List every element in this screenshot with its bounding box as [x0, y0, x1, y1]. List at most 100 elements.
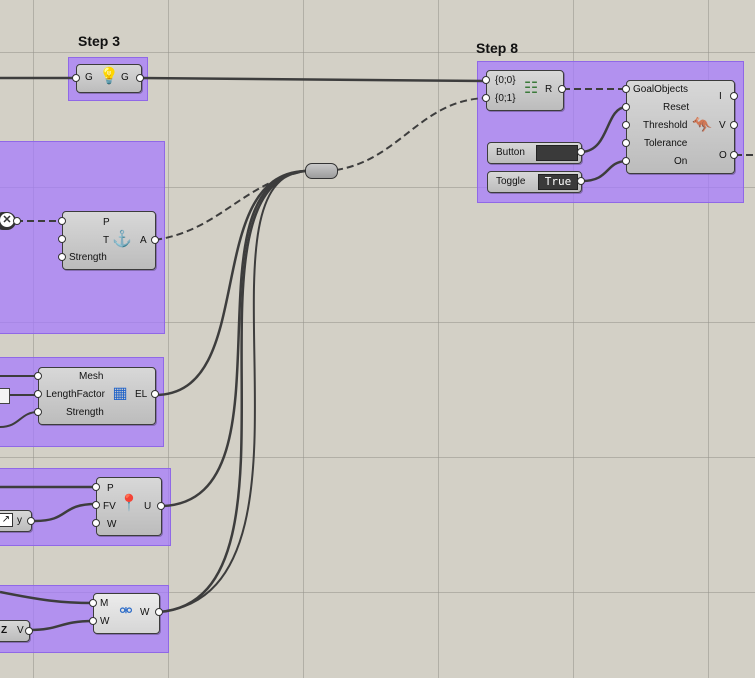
- merge-input-2-grip[interactable]: [482, 94, 490, 102]
- anchor-input-grip-t[interactable]: [58, 235, 66, 243]
- button-component[interactable]: Button: [487, 142, 582, 164]
- wire-wind-m-in: [0, 590, 94, 605]
- partial-vector-component[interactable]: ↗ y: [0, 510, 32, 532]
- edge-lengths-input-grip-lengthfactor[interactable]: [34, 390, 42, 398]
- edge-lengths-component[interactable]: Mesh LengthFactor Strength ▦ EL: [38, 367, 156, 425]
- group-step3-label: Step 3: [78, 33, 121, 49]
- solver-output-i: I: [719, 91, 722, 102]
- edge-lengths-input-grip-mesh[interactable]: [34, 372, 42, 380]
- partial-z-grip[interactable]: [25, 627, 33, 635]
- merge-input-1-label: {0;0}: [495, 75, 516, 86]
- partial-z-glyph: Z: [1, 625, 8, 636]
- wire-bundle-to-merge: [335, 97, 487, 171]
- button-trigger[interactable]: [536, 145, 578, 161]
- partial-v-label: V: [17, 625, 24, 636]
- wire-anchor-out: [154, 170, 306, 241]
- wind-input-grip-m[interactable]: [89, 599, 97, 607]
- relay-input-grip[interactable]: [72, 74, 80, 82]
- mesh-grid-icon: ▦: [112, 385, 128, 402]
- toggle-component[interactable]: Toggle True: [487, 171, 582, 193]
- wire-button: [581, 105, 627, 154]
- solver-input-grip-1[interactable]: [622, 85, 630, 93]
- button-output-grip[interactable]: [577, 148, 585, 156]
- merge-output-label: R: [545, 84, 553, 95]
- stairs-icon: ☷: [523, 80, 539, 97]
- solver-output-grip-o[interactable]: [730, 151, 738, 159]
- lightbulb-icon: 💡: [99, 68, 119, 85]
- edge-lengths-input-mesh: Mesh: [79, 371, 104, 382]
- load-component[interactable]: P FV W 📍 U: [96, 477, 162, 536]
- toggle-label: Toggle: [496, 176, 526, 187]
- edge-lengths-output-el: EL: [135, 389, 148, 400]
- merge-input-1-grip[interactable]: [482, 76, 490, 84]
- relay-output-label: G: [121, 72, 129, 83]
- wind-input-w: W: [100, 616, 110, 627]
- load-input-grip-w[interactable]: [92, 519, 100, 527]
- wire-relay-node[interactable]: [305, 163, 338, 179]
- toggle-value[interactable]: True: [538, 174, 578, 190]
- wire-strength-in: [0, 411, 39, 428]
- partial-vector-grip[interactable]: [27, 517, 35, 525]
- load-output-u: U: [144, 501, 152, 512]
- anchor-input-grip-p[interactable]: [58, 217, 66, 225]
- wire-toggle: [581, 159, 627, 183]
- solver-input-grip-3[interactable]: [622, 121, 630, 129]
- solver-output-o: O: [719, 150, 727, 161]
- solver-input-goalobjects: GoalObjects: [633, 84, 689, 95]
- close-icon[interactable]: ✕: [0, 213, 14, 227]
- kangaroo-icon: 🦘: [692, 117, 712, 134]
- relay-input-label: G: [85, 72, 93, 83]
- load-input-fv: FV: [103, 501, 116, 512]
- partial-z-component[interactable]: Z V: [0, 620, 30, 642]
- wind-input-m: M: [100, 598, 109, 609]
- edge-lengths-input-grip-strength[interactable]: [34, 408, 42, 416]
- solver-input-on: On: [674, 156, 688, 167]
- load-input-grip-p[interactable]: [92, 483, 100, 491]
- wire-edge-lengths-out: [154, 169, 306, 397]
- solver-output-v: V: [719, 120, 726, 131]
- solver-input-grip-4[interactable]: [622, 139, 630, 147]
- wind-turbine-icon: ⚮: [119, 603, 133, 620]
- wire-load-fv-in: [34, 502, 97, 523]
- wind-output-grip[interactable]: [155, 608, 163, 616]
- wind-output-w: W: [140, 607, 150, 618]
- wire-relay-out: [139, 76, 487, 83]
- wind-input-grip-w[interactable]: [89, 617, 97, 625]
- anchor-output-grip[interactable]: [151, 236, 159, 244]
- anchor-input-t: T: [103, 235, 110, 246]
- anchor-component[interactable]: P T Strength ⚓ A: [62, 211, 156, 270]
- solver-input-threshold: Threshold: [643, 120, 688, 131]
- relay-output-grip[interactable]: [136, 74, 144, 82]
- wire-wind-w-in: [29, 619, 94, 632]
- merge-input-2-label: {0;1}: [495, 93, 516, 104]
- close-output-grip[interactable]: [13, 217, 21, 225]
- toggle-output-grip[interactable]: [577, 177, 585, 185]
- solver-input-grip-2[interactable]: [622, 103, 630, 111]
- solver-component[interactable]: GoalObjects Reset Threshold Tolerance On…: [626, 80, 735, 174]
- load-input-w: W: [107, 519, 117, 530]
- anchor-icon: ⚓: [112, 231, 132, 248]
- button-label: Button: [496, 147, 525, 158]
- edge-lengths-output-grip[interactable]: [151, 390, 159, 398]
- wire-load-out: [162, 169, 306, 508]
- edge-lengths-input-strength: Strength: [66, 407, 104, 418]
- relay-component[interactable]: G 💡 G: [76, 64, 142, 93]
- wind-component[interactable]: M W ⚮ W: [93, 593, 160, 634]
- left-partial-chip[interactable]: [0, 388, 10, 404]
- solver-output-grip-v[interactable]: [730, 121, 738, 129]
- wire-wind-out: [158, 169, 306, 614]
- edge-lengths-input-lengthfactor: LengthFactor: [46, 389, 105, 400]
- merge-output-grip[interactable]: [558, 85, 566, 93]
- load-input-grip-fv[interactable]: [92, 501, 100, 509]
- wire-bundle-extra: [158, 170, 306, 613]
- anchor-input-grip-strength[interactable]: [58, 253, 66, 261]
- group-step8-label: Step 8: [476, 40, 519, 56]
- solver-output-grip-i[interactable]: [730, 92, 738, 100]
- vector-x-icon: ↗: [0, 513, 13, 527]
- solver-input-tolerance: Tolerance: [644, 138, 688, 149]
- load-output-grip[interactable]: [157, 502, 165, 510]
- solver-input-grip-5[interactable]: [622, 157, 630, 165]
- merge-component[interactable]: {0;0} {0;1} ☷ R: [486, 70, 564, 111]
- partial-y-label: y: [17, 515, 22, 526]
